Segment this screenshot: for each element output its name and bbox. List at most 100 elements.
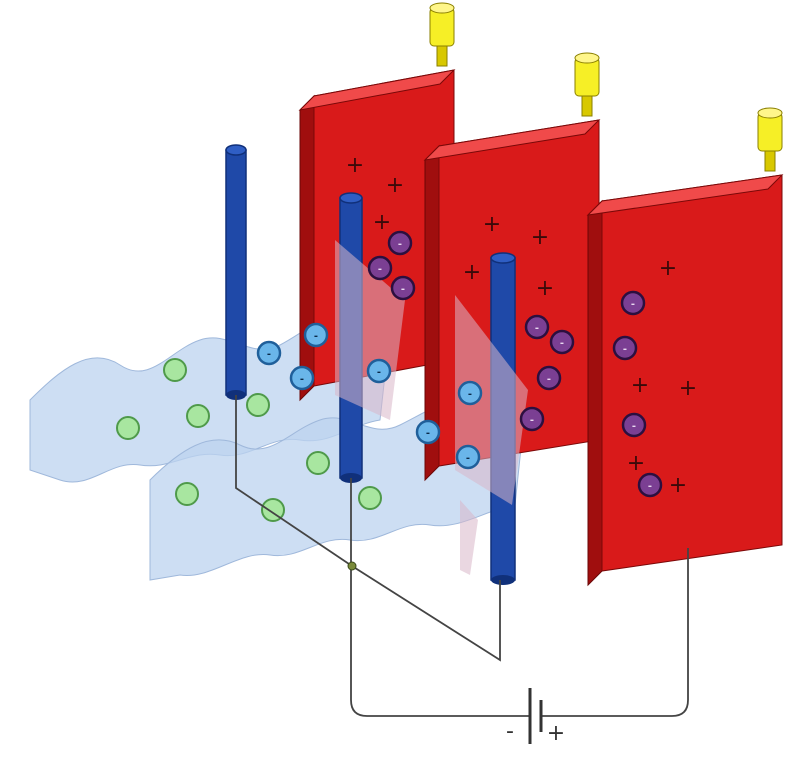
dust-particle (246, 393, 270, 417)
ion-circle (390, 275, 416, 301)
wiring (235, 395, 689, 717)
dust-particle (306, 451, 330, 475)
ion-circle (621, 412, 647, 438)
plate-side (299, 94, 315, 402)
negative-ion: - (457, 380, 483, 406)
plate-charge-sign: + (679, 376, 697, 401)
ion-charge-sign: - (631, 299, 635, 310)
negative-ion: - (387, 230, 413, 256)
negative-ion: - (536, 365, 562, 391)
ion-circle (367, 255, 393, 281)
ion-circle (549, 329, 575, 355)
wire-negative (350, 566, 530, 717)
ion-charge-sign: - (426, 428, 430, 439)
ion-circle (289, 365, 315, 391)
negative-ion: - (519, 406, 545, 432)
ion-charge-sign: - (535, 323, 539, 334)
connector-stem (581, 93, 593, 117)
plate-charge-sign: + (531, 225, 549, 250)
negative-ion: - (289, 365, 315, 391)
ion-charge-sign: - (648, 481, 652, 492)
rod-cap (339, 192, 363, 204)
rod-cap (225, 144, 247, 156)
ion-charge-sign: - (530, 415, 534, 426)
ion-circle (256, 340, 282, 366)
plate-charge-sign: + (483, 212, 501, 237)
ion-charge-sign: - (378, 264, 382, 275)
negative-ion: - (621, 412, 647, 438)
ion-circle (612, 335, 638, 361)
negative-ion: - (455, 444, 481, 470)
ion-charge-sign: - (632, 421, 636, 432)
negative-ion: - (256, 340, 282, 366)
dust-particle (175, 482, 199, 506)
connector-icon (429, 7, 455, 47)
ion-circle (387, 230, 413, 256)
ion-charge-sign: - (466, 453, 470, 464)
rod-bottom (491, 575, 515, 585)
ion-circle (455, 444, 481, 470)
ion-charge-sign: - (377, 367, 381, 378)
plate-top-edge (423, 119, 601, 161)
negative-ion: - (549, 329, 575, 355)
plate-charge-sign: + (346, 153, 364, 178)
plate-side (587, 199, 603, 587)
ion-circle (519, 406, 545, 432)
discharge-rod (225, 144, 247, 400)
rod-cap (490, 252, 516, 264)
negative-ion: - (612, 335, 638, 361)
ion-charge-sign: - (547, 374, 551, 385)
ion-circle (366, 358, 392, 384)
battery: - + (506, 688, 565, 746)
battery-negative-label: - (506, 719, 514, 744)
ion-circle (524, 314, 550, 340)
negative-ion: - (637, 472, 663, 498)
ion-circle (415, 419, 441, 445)
plate-charge-sign: + (669, 473, 687, 498)
rod-body (225, 149, 247, 396)
ion-charge-sign: - (560, 338, 564, 349)
ion-charge-sign: - (267, 349, 271, 360)
ion-charge-sign: - (468, 389, 472, 400)
connector-icon (757, 112, 783, 152)
negative-ion: - (367, 255, 393, 281)
ion-charge-sign: - (623, 344, 627, 355)
negative-ion: - (390, 275, 416, 301)
particles-layer: - - - - - - - - - - - - - - - - - - (116, 230, 663, 522)
connector-stem (436, 43, 448, 67)
battery-positive-label: + (547, 721, 565, 746)
negative-ion: - (524, 314, 550, 340)
ion-circle (536, 365, 562, 391)
plate-charge-sign: + (536, 276, 554, 301)
dust-particle (186, 404, 210, 428)
dust-particle (358, 486, 382, 510)
negative-ion: - (303, 322, 329, 348)
plate-charge-sign: + (373, 210, 391, 235)
connector-stem (764, 148, 776, 172)
plate-charge-sign: + (463, 260, 481, 285)
plate-charge-sign: + (659, 256, 677, 281)
connector-icon (574, 57, 600, 97)
connector-cap (574, 52, 600, 64)
gas-flow-wisp (460, 500, 478, 575)
plate-charge-sign: + (631, 373, 649, 398)
plate-face (601, 174, 783, 572)
ion-circle (620, 290, 646, 316)
dust-particle (116, 416, 140, 440)
negative-ion: - (415, 419, 441, 445)
ion-circle (457, 380, 483, 406)
ion-circle (303, 322, 329, 348)
ion-circle (637, 472, 663, 498)
dust-particle (163, 358, 187, 382)
ion-charge-sign: - (314, 331, 318, 342)
ion-charge-sign: - (401, 284, 405, 295)
negative-ion: - (620, 290, 646, 316)
wire-junction-node (347, 561, 357, 571)
plate-top-edge (298, 69, 456, 111)
collector-plate (586, 107, 784, 587)
ion-charge-sign: - (398, 239, 402, 250)
wire-positive (541, 548, 689, 717)
negative-ion: - (366, 358, 392, 384)
plate-charge-sign: + (386, 173, 404, 198)
